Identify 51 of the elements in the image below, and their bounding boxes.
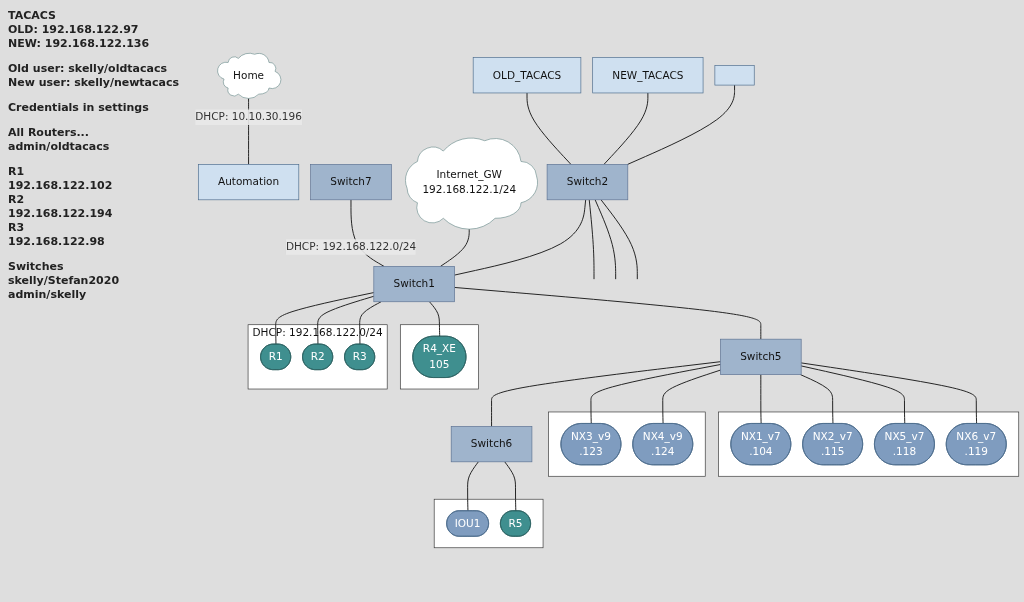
- node-box: OLD_TACACS: [472, 57, 582, 94]
- connector: [600, 199, 638, 281]
- note-text: 192.168.122.194: [8, 207, 114, 220]
- note-text: skelly/Stefan2020: [8, 274, 121, 287]
- connector: [594, 199, 617, 281]
- cluster: [548, 412, 706, 478]
- connector: [662, 370, 721, 425]
- note-text: OLD: 192.168.122.97: [8, 23, 140, 36]
- connector: [526, 92, 572, 166]
- connector: [800, 362, 978, 425]
- node-box: [714, 65, 755, 86]
- note-text: NEW: 192.168.122.136: [8, 37, 151, 50]
- connector: [275, 292, 375, 346]
- note-text: 192.168.122.102: [8, 179, 114, 192]
- cluster: [718, 412, 1020, 478]
- connector: [800, 365, 906, 425]
- connector: [760, 374, 762, 425]
- note-text: New user: skelly/newtacacs: [8, 76, 181, 89]
- connector: [429, 301, 441, 338]
- note-text: Credentials in settings: [8, 101, 150, 114]
- note-text: All Routers...: [8, 126, 90, 139]
- node-box: NEW_TACACS: [592, 57, 704, 94]
- connector: [588, 199, 595, 281]
- connector: [627, 85, 736, 166]
- connector: [590, 364, 721, 425]
- note-text: admin/oldtacacs: [8, 140, 111, 153]
- node-box: Switch6: [450, 426, 533, 463]
- note-text: TACACS: [8, 9, 57, 22]
- note-text: 192.168.122.98: [8, 235, 106, 248]
- edge-label: DHCP: 10.10.30.196: [195, 111, 302, 124]
- connector: [491, 361, 721, 428]
- note-text: R2: [8, 193, 26, 206]
- cluster: [433, 499, 544, 549]
- node-box: Switch5: [720, 339, 802, 376]
- cluster: [400, 324, 479, 390]
- node-box: Switch2: [546, 164, 629, 201]
- note-text: R1: [8, 165, 26, 178]
- node-box: Automation: [198, 164, 300, 201]
- note-text: Switches: [8, 260, 65, 273]
- connector: [603, 92, 649, 166]
- connector: [504, 461, 517, 512]
- note-text: admin/skelly: [8, 288, 88, 301]
- node-box: Switch1: [373, 266, 455, 303]
- node-box: Switch7: [310, 164, 392, 201]
- connector: [454, 287, 762, 341]
- note-text: Old user: skelly/oldtacacs: [8, 62, 168, 75]
- connector: [454, 199, 587, 277]
- edge-label: DHCP: 192.168.122.0/24: [285, 240, 417, 254]
- connector: [467, 461, 479, 512]
- connector: [317, 296, 375, 346]
- note-text: R3: [8, 221, 26, 234]
